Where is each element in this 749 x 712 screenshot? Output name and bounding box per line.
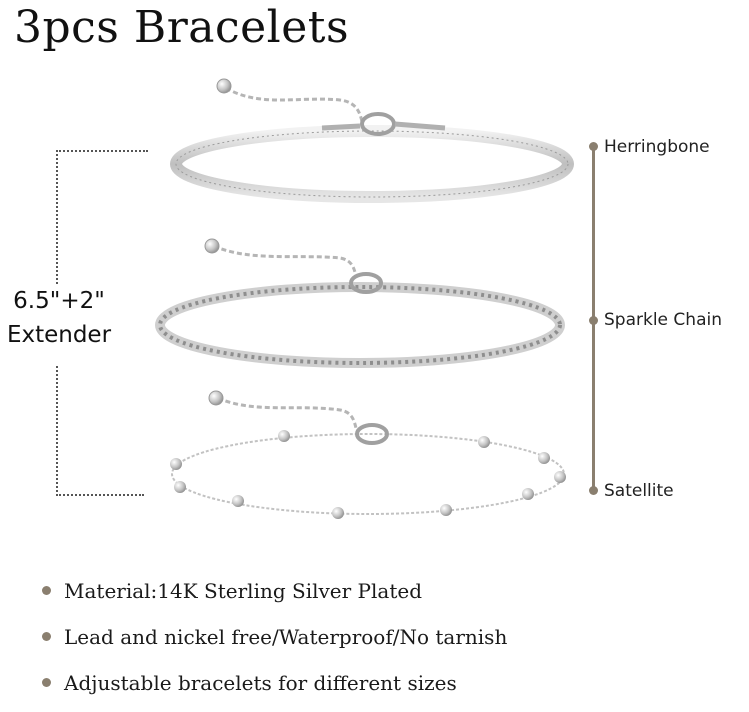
sparkle-chain-label: Sparkle Chain	[604, 310, 722, 330]
size-bracket-bottom	[56, 366, 144, 496]
herringbone-dot	[589, 142, 598, 151]
herringbone-label: Herringbone	[604, 137, 710, 157]
size-label-length: 6.5"+2"	[13, 288, 105, 314]
feature-safety: Lead and nickel free/Waterproof/No tarni…	[64, 625, 508, 649]
feature-item: Adjustable bracelets for different sizes	[38, 666, 507, 712]
page-title: 3pcs Bracelets	[14, 2, 350, 53]
satellite-dot	[589, 486, 598, 495]
size-label: 6.5"+2" Extender	[0, 284, 118, 352]
feature-adjustable: Adjustable bracelets for different sizes	[64, 671, 457, 695]
satellite-label: Satellite	[604, 481, 674, 501]
herringbone-bracelet	[170, 78, 574, 203]
sparkle-chain-dot	[589, 316, 598, 325]
bullet-icon	[42, 632, 51, 641]
feature-material: Material:14K Sterling Silver Plated	[64, 579, 423, 603]
bullet-icon	[42, 678, 51, 687]
satellite-bracelet	[170, 390, 566, 519]
bullet-icon	[42, 586, 51, 595]
feature-item: Lead and nickel free/Waterproof/No tarni…	[38, 620, 507, 666]
bracelets-illustration	[155, 78, 574, 519]
sparkle-chain-bracelet	[155, 238, 565, 368]
size-bracket-top	[56, 150, 148, 284]
feature-item: Material:14K Sterling Silver Plated	[38, 574, 507, 620]
feature-list: Material:14K Sterling Silver Plated Lead…	[38, 574, 507, 712]
size-label-extender: Extender	[6, 322, 112, 348]
